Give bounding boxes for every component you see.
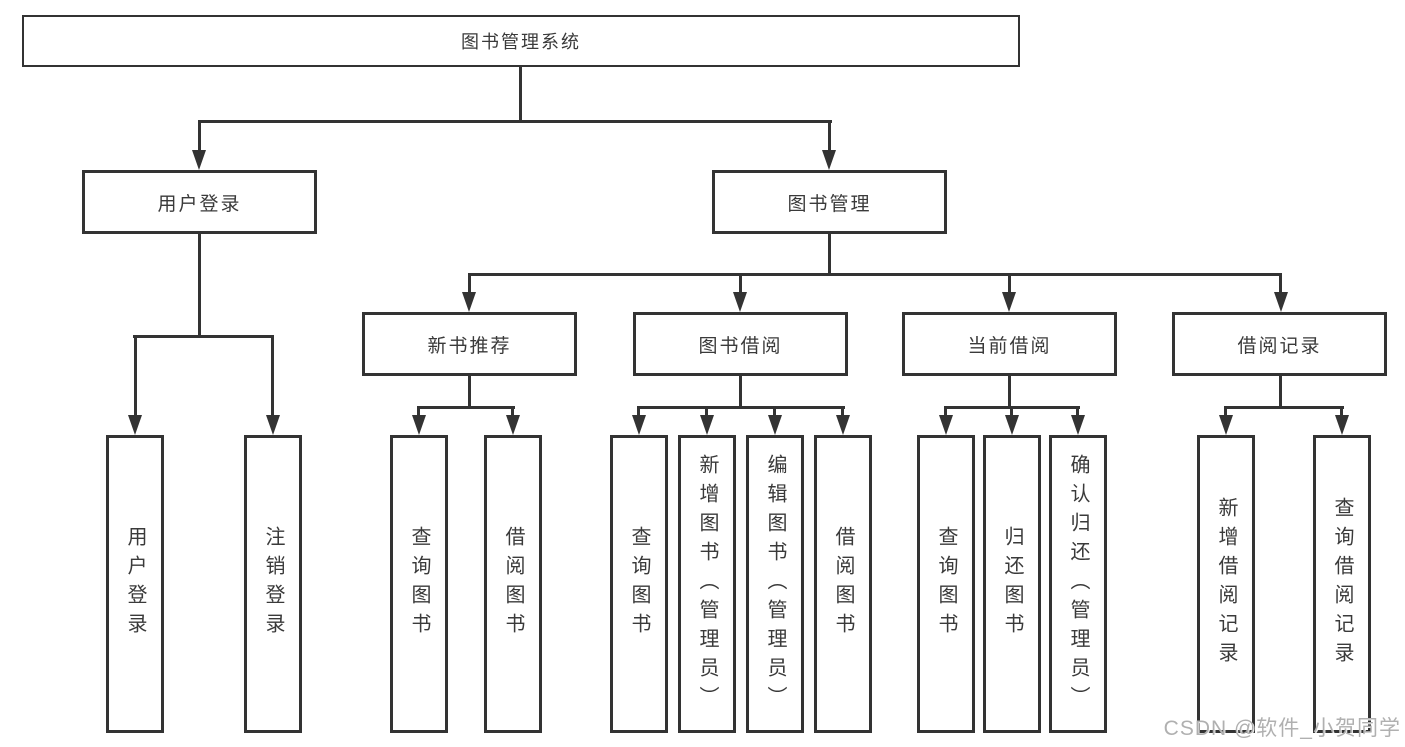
connector-book-management-rail bbox=[468, 273, 1282, 276]
watermark: CSDN @软件_小贺同学 bbox=[1163, 717, 1401, 740]
connector-drop bbox=[705, 406, 708, 417]
leaf-borrow-books-recommend: 借阅图书 bbox=[484, 435, 542, 733]
arrowhead-down-icon bbox=[939, 415, 953, 435]
connector-drop bbox=[1340, 406, 1343, 417]
node-label: 图书借阅 bbox=[698, 335, 783, 357]
leaf-label: 新增图书（管理员） bbox=[696, 453, 718, 715]
connector-root-rail bbox=[198, 120, 832, 123]
arrowhead-down-icon bbox=[1335, 415, 1349, 435]
arrowhead-down-icon bbox=[1005, 415, 1019, 435]
arrowhead-down-icon bbox=[632, 415, 646, 435]
connector-drop bbox=[1076, 406, 1079, 417]
arrowhead-down-icon bbox=[506, 415, 520, 435]
node-borrowing-records: 借阅记录 bbox=[1172, 312, 1387, 376]
node-label: 新书推荐 bbox=[427, 335, 512, 357]
node-new-book-recommendation: 新书推荐 bbox=[362, 312, 577, 376]
connector-drop bbox=[417, 406, 420, 417]
connector-borrow-records-stem bbox=[1279, 376, 1282, 406]
leaf-add-books-admin: 新增图书（管理员） bbox=[678, 435, 736, 733]
arrowhead-down-icon bbox=[128, 415, 142, 435]
arrowhead-down-icon bbox=[266, 415, 280, 435]
connector-drop bbox=[637, 406, 640, 417]
leaf-query-books-borrowing: 查询图书 bbox=[610, 435, 668, 733]
connector-drop-book-management bbox=[828, 120, 831, 152]
connector-current-borrow-stem bbox=[1008, 376, 1011, 406]
connector-drop bbox=[773, 406, 776, 417]
leaf-label: 注销登录 bbox=[262, 526, 284, 642]
arrowhead-down-icon bbox=[1071, 415, 1085, 435]
node-label: 图书管理 bbox=[787, 193, 872, 215]
node-book-management: 图书管理 bbox=[712, 170, 947, 234]
leaf-return-books: 归还图书 bbox=[983, 435, 1041, 733]
leaf-query-books-current: 查询图书 bbox=[917, 435, 975, 733]
arrowhead-down-icon bbox=[462, 292, 476, 312]
connector-drop-leaf-user-login bbox=[134, 335, 137, 417]
leaf-label: 借阅图书 bbox=[832, 526, 854, 642]
arrowhead-down-icon bbox=[192, 150, 206, 170]
leaf-label: 归还图书 bbox=[1001, 526, 1023, 642]
connector-drop-borrow-records bbox=[1279, 273, 1282, 294]
arrowhead-down-icon bbox=[1002, 292, 1016, 312]
connector-drop-current-borrow bbox=[1008, 273, 1011, 294]
connector-drop-user-login bbox=[198, 120, 201, 152]
leaf-label: 确认归还（管理员） bbox=[1067, 453, 1089, 715]
arrowhead-down-icon bbox=[768, 415, 782, 435]
leaf-query-borrow-record: 查询借阅记录 bbox=[1313, 435, 1371, 733]
connector-drop-new-book bbox=[468, 273, 471, 294]
node-current-borrowing: 当前借阅 bbox=[902, 312, 1117, 376]
arrowhead-down-icon bbox=[412, 415, 426, 435]
connector-drop-book-borrow bbox=[739, 273, 742, 294]
leaf-user-login: 用户登录 bbox=[106, 435, 164, 733]
leaf-label: 用户登录 bbox=[124, 526, 146, 642]
connector-book-borrow-rail bbox=[637, 406, 845, 409]
arrowhead-down-icon bbox=[822, 150, 836, 170]
connector-drop bbox=[1224, 406, 1227, 417]
leaf-label: 查询图书 bbox=[628, 526, 650, 642]
connector-book-management-stem bbox=[828, 234, 831, 273]
arrowhead-down-icon bbox=[1274, 292, 1288, 312]
leaf-label: 查询图书 bbox=[408, 526, 430, 642]
leaf-logout-login: 注销登录 bbox=[244, 435, 302, 733]
connector-drop bbox=[944, 406, 947, 417]
node-label: 图书管理系统 bbox=[461, 32, 581, 52]
node-label: 用户登录 bbox=[157, 193, 242, 215]
node-label: 当前借阅 bbox=[967, 335, 1052, 357]
connector-borrow-records-rail bbox=[1224, 406, 1344, 409]
connector-root-stem bbox=[519, 67, 522, 120]
connector-drop bbox=[841, 406, 844, 417]
connector-book-borrow-stem bbox=[739, 376, 742, 406]
leaf-query-books-recommend: 查询图书 bbox=[390, 435, 448, 733]
connector-user-login-stem bbox=[198, 234, 201, 335]
connector-drop bbox=[1010, 406, 1013, 417]
leaf-label: 编辑图书（管理员） bbox=[764, 453, 786, 715]
node-user-login: 用户登录 bbox=[82, 170, 317, 234]
leaf-confirm-return-admin: 确认归还（管理员） bbox=[1049, 435, 1107, 733]
connector-new-book-stem bbox=[468, 376, 471, 406]
leaf-label: 借阅图书 bbox=[502, 526, 524, 642]
connector-user-login-rail bbox=[133, 335, 274, 338]
arrowhead-down-icon bbox=[700, 415, 714, 435]
leaf-borrow-books: 借阅图书 bbox=[814, 435, 872, 733]
connector-new-book-rail bbox=[417, 406, 515, 409]
leaf-label: 查询借阅记录 bbox=[1331, 497, 1353, 671]
leaf-label: 新增借阅记录 bbox=[1215, 497, 1237, 671]
connector-drop-leaf-logout bbox=[271, 335, 274, 417]
node-book-borrowing: 图书借阅 bbox=[633, 312, 848, 376]
connector-drop bbox=[511, 406, 514, 417]
leaf-edit-books-admin: 编辑图书（管理员） bbox=[746, 435, 804, 733]
arrowhead-down-icon bbox=[836, 415, 850, 435]
node-library-management-system: 图书管理系统 bbox=[22, 15, 1020, 67]
leaf-add-borrow-record: 新增借阅记录 bbox=[1197, 435, 1255, 733]
arrowhead-down-icon bbox=[1219, 415, 1233, 435]
leaf-label: 查询图书 bbox=[935, 526, 957, 642]
arrowhead-down-icon bbox=[733, 292, 747, 312]
node-label: 借阅记录 bbox=[1237, 335, 1322, 357]
